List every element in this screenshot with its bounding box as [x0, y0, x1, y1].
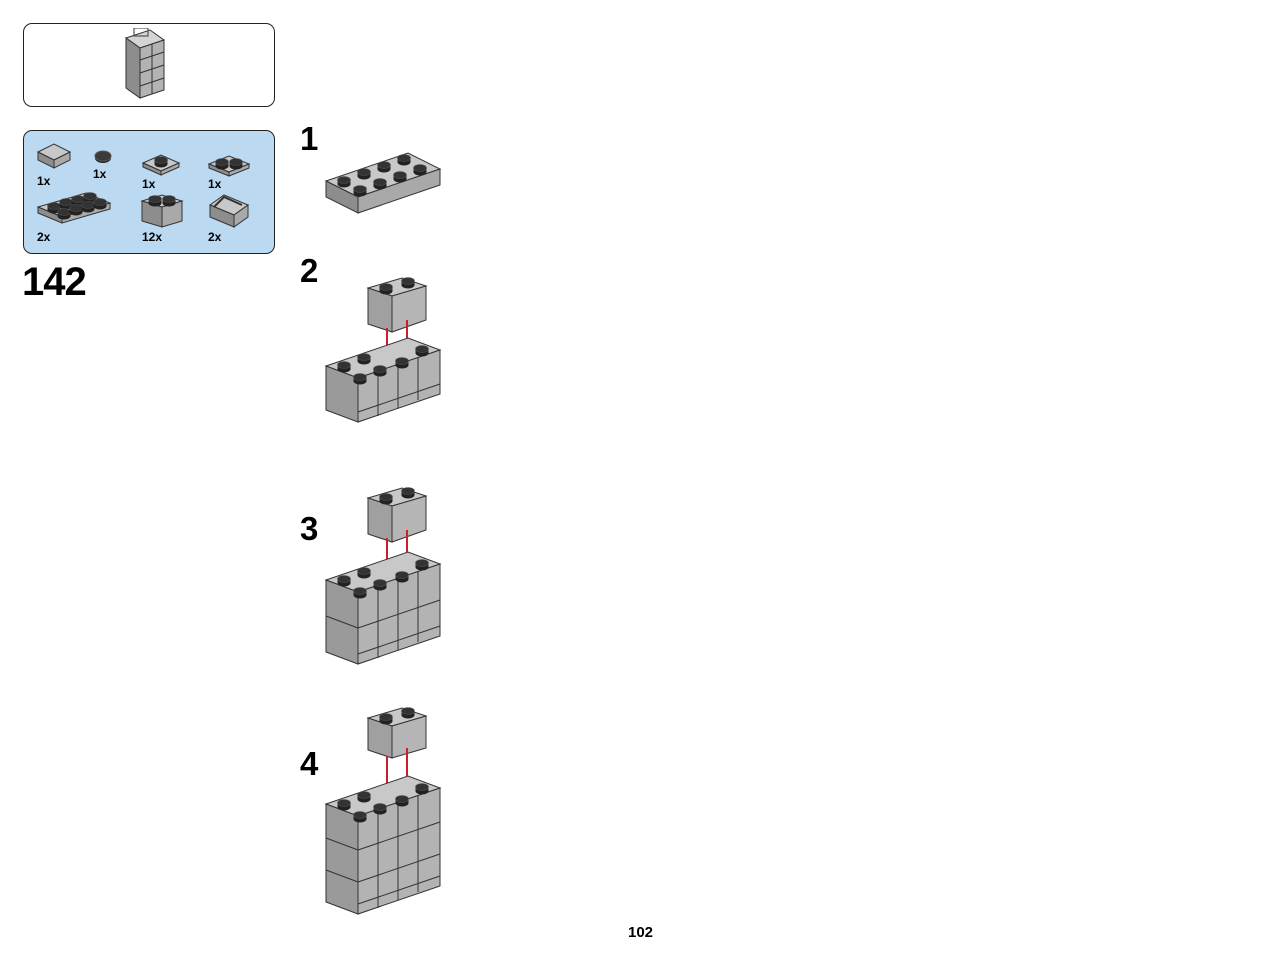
- part-qty: 2x: [37, 230, 51, 244]
- handle-brick-icon: [208, 194, 250, 228]
- brick-1x2-icon: [140, 194, 184, 228]
- sequence-number: 142: [22, 260, 87, 304]
- brick-stack-icon: [324, 277, 442, 423]
- slope-brick-icon: [36, 143, 72, 169]
- step-number: 4: [300, 745, 319, 782]
- brick-stack-icon: [324, 487, 442, 665]
- plate-1x2-icon: [207, 155, 251, 177]
- step-number: 1: [300, 120, 319, 157]
- part-qty: 1x: [37, 174, 51, 188]
- submodel-callout: [23, 23, 275, 107]
- part-qty: 2x: [208, 230, 222, 244]
- brick-stack-icon: [324, 707, 442, 915]
- page-number: 102: [628, 924, 654, 941]
- parts-list-panel: 1x 1x 1x 1x 2x 12x 2x: [23, 130, 275, 254]
- round-tile-icon: [94, 150, 112, 163]
- step-number: 3: [300, 510, 319, 547]
- plate-2x4-icon: [324, 152, 442, 214]
- part-qty: 1x: [208, 177, 222, 191]
- plate-2x4-icon: [36, 192, 112, 224]
- part-qty: 1x: [142, 177, 156, 191]
- submodel-preview-icon: [124, 28, 166, 99]
- step-number: 2: [300, 252, 319, 289]
- jumper-plate-icon: [141, 154, 181, 176]
- part-qty: 1x: [93, 167, 107, 181]
- part-qty: 12x: [142, 230, 163, 244]
